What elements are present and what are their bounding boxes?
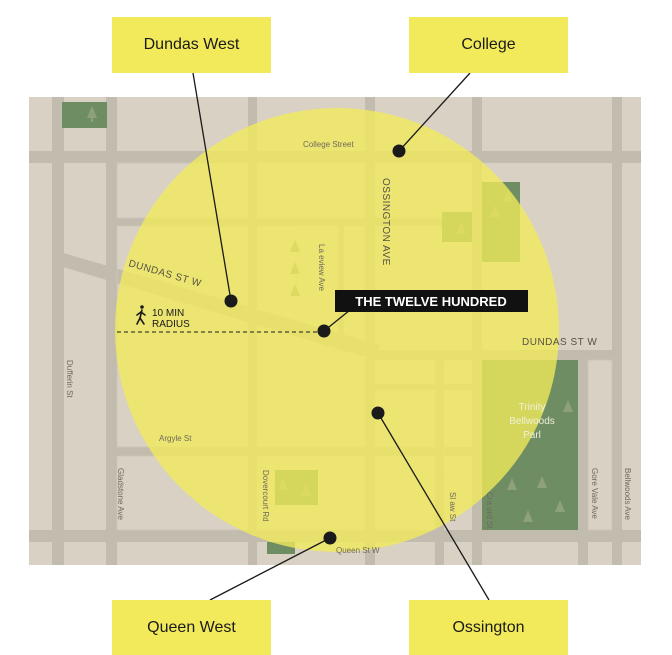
street-label-dovercourt: Dovercourt Rd <box>261 470 270 522</box>
main-label-background <box>335 290 528 312</box>
park-label-line1: Trinity <box>519 402 546 413</box>
street-label-college: College Street <box>303 140 354 149</box>
street-label-bellwoods: Bellwoods Ave <box>623 468 632 520</box>
street-label-shaw: Sl aw St <box>448 492 457 522</box>
callout-queen-west: Queen West <box>112 600 271 655</box>
street-label-argyle: Argyle St <box>159 434 192 443</box>
street-label-gore-vale: Gore Vale Ave <box>590 468 599 519</box>
main-label: THE TWELVE HUNDRED <box>355 294 506 309</box>
street-label-queen: Queen St W <box>336 546 380 555</box>
street-label-dufferin: Dufferin St <box>65 360 74 398</box>
walking-radius-circle <box>115 108 559 552</box>
callout-college: College <box>409 17 568 73</box>
street-label-ossington: OSSINGTON AVE <box>380 178 391 266</box>
street-label-lakeview: La eview Ave <box>317 244 326 292</box>
radius-label-line1: 10 MIN <box>152 308 184 319</box>
callout-dundas-west: Dundas West <box>112 17 271 73</box>
park-label-line2: Bellwoods <box>509 416 555 427</box>
dot-dundas-west <box>224 294 238 308</box>
dot-twelve-hundred <box>317 324 331 338</box>
dot-ossington <box>371 406 385 420</box>
walking-person-icon <box>136 305 146 325</box>
street-label-crawford: Cra ord St <box>485 492 494 529</box>
park-label-line3: Parl <box>523 430 541 441</box>
street-label-gladstone: Gladstone Ave <box>116 468 125 520</box>
street-label-dundas-right: DUNDAS ST W <box>522 337 597 348</box>
radius-label-line2: RADIUS <box>152 319 190 330</box>
callout-ossington: Ossington <box>409 600 568 655</box>
dot-queen-west <box>323 531 337 545</box>
dot-college <box>392 144 406 158</box>
location-dots <box>224 144 406 545</box>
park-top-left <box>62 102 107 128</box>
